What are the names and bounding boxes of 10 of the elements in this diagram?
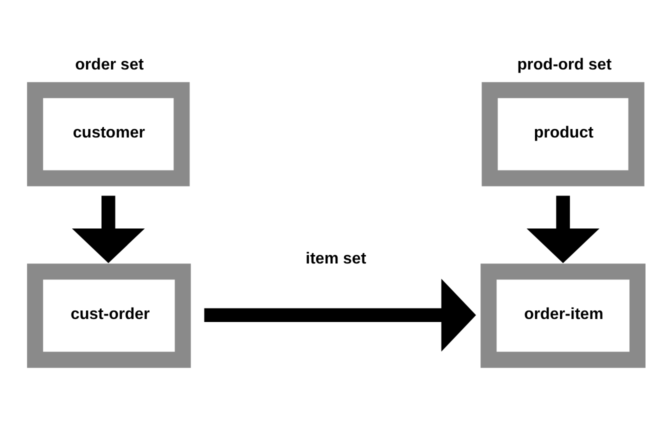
node-box: customer — [27, 82, 190, 186]
node-label: order set — [75, 55, 144, 74]
arrow — [204, 278, 476, 352]
node-box: cust-order — [27, 263, 191, 368]
arrow — [526, 195, 600, 263]
node-box: order-item — [480, 263, 646, 368]
arrow — [72, 195, 145, 263]
node-label: prod-ord set — [517, 55, 612, 74]
edge-label: item set — [306, 248, 366, 267]
node-box: product — [482, 82, 644, 186]
